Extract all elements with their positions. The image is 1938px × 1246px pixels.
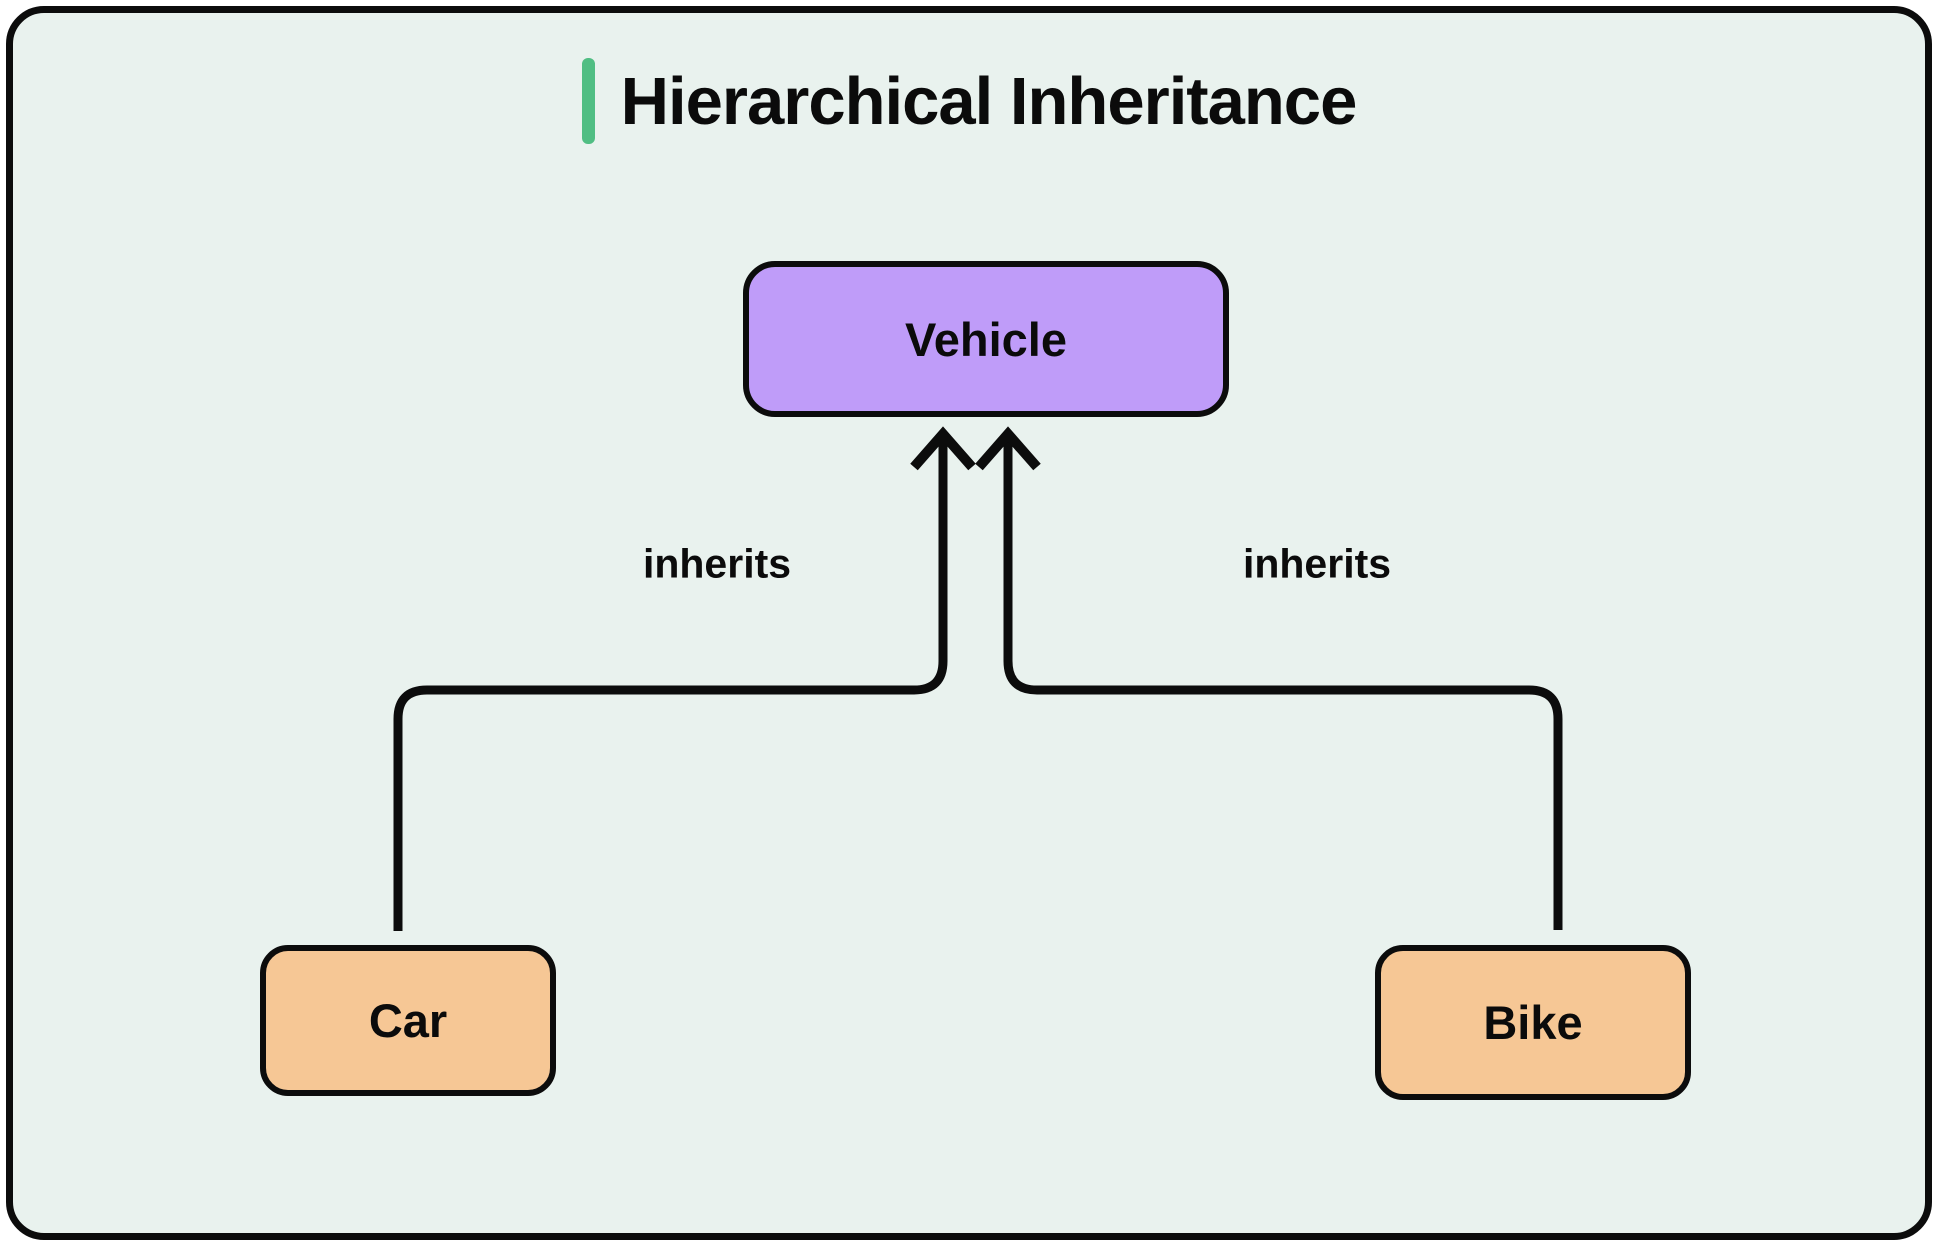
node-bike: Bike [1375, 945, 1691, 1100]
diagram-canvas: Hierarchical Inheritance Vehicle Car Bik… [6, 6, 1932, 1240]
edge-label-inherits-left: inherits [642, 540, 792, 587]
node-vehicle: Vehicle [743, 261, 1229, 417]
edge-label-inherits-right: inherits [1242, 540, 1392, 587]
title-accent-bar [581, 58, 595, 144]
arrowhead-right-icon [975, 426, 1041, 471]
title-block: Hierarchical Inheritance [13, 55, 1925, 147]
arrowhead-left-icon [910, 426, 976, 471]
page-title: Hierarchical Inheritance [620, 63, 1358, 139]
edge-line-car-to-vehicle [393, 438, 948, 931]
node-bike-label: Bike [1483, 996, 1583, 1049]
edge-line-bike-to-vehicle [1003, 438, 1563, 930]
node-car-label: Car [368, 994, 448, 1047]
node-car: Car [260, 945, 556, 1096]
node-vehicle-label: Vehicle [905, 312, 1067, 366]
